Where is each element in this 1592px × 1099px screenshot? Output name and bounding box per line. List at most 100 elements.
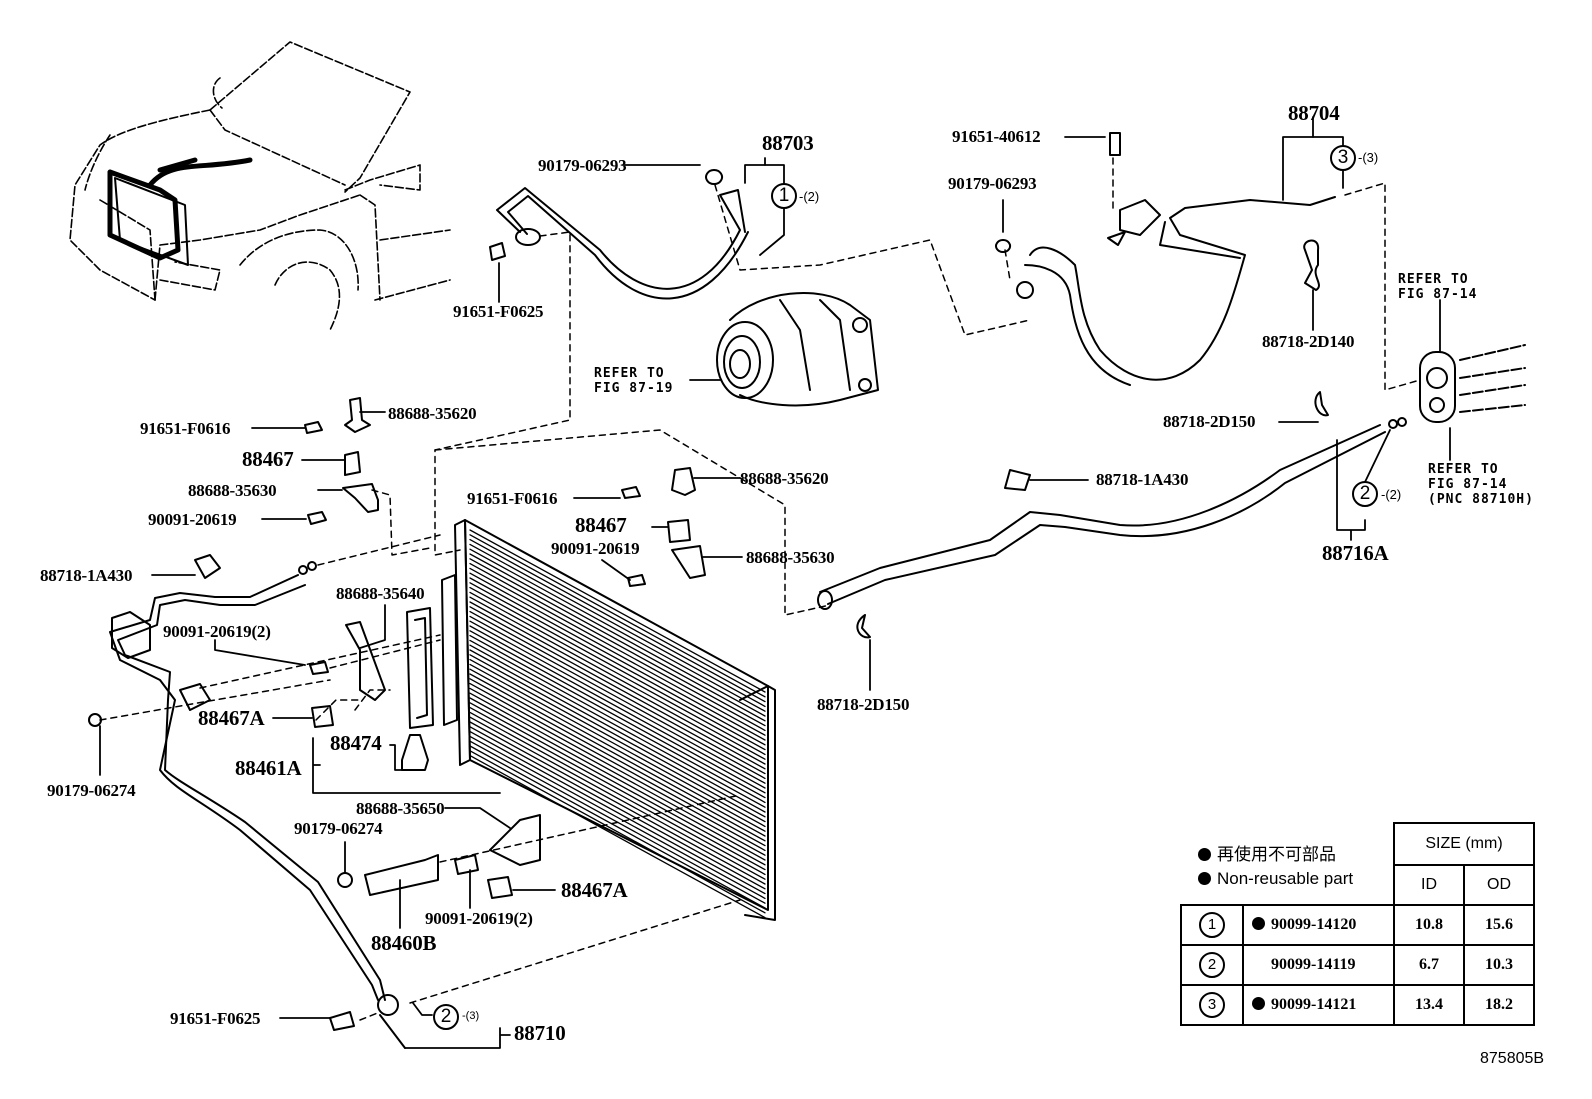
part-label-88718-1A430[interactable]: 88718-1A430	[40, 566, 133, 585]
condenser-accessory-88474	[401, 607, 434, 771]
inner-diameter: 6.7	[1393, 944, 1465, 986]
outer-diameter: 10.3	[1463, 944, 1535, 986]
ref-circle-3: 3	[1199, 992, 1225, 1018]
condenser-fin	[469, 697, 766, 861]
part-label-88467[interactable]: 88467	[242, 447, 294, 471]
callout-circle-2: 2	[433, 1004, 459, 1030]
condenser-fin	[469, 620, 766, 784]
condenser-fin	[469, 649, 766, 813]
condenser-fin	[469, 639, 766, 804]
refer-to-fig-87-19-note[interactable]: REFER TO FIG 87-19	[594, 366, 674, 396]
part-label-88703[interactable]: 88703	[762, 131, 814, 155]
part-label-90091-20619[interactable]: 90091-20619	[551, 539, 640, 558]
callout-circle-2: 2	[1352, 481, 1378, 507]
vehicle-ac-lines	[107, 157, 253, 261]
condenser-fin	[469, 630, 766, 794]
condenser-fin	[469, 754, 766, 919]
part-label-88718-2D140[interactable]: 88718-2D140	[1262, 332, 1355, 351]
part-label-91651-F0616[interactable]: 91651-F0616	[467, 489, 558, 508]
part-label-88718-2D150[interactable]: 88718-2D150	[1163, 412, 1256, 431]
o-ring-size-table: SIZE (mm) ID OD 1 90099-14120 10.8 15.6 …	[1180, 822, 1535, 1026]
condenser-fin	[469, 692, 766, 856]
part-label-88467A[interactable]: 88467A	[561, 878, 628, 902]
part-number[interactable]: 90099-14121	[1271, 996, 1357, 1013]
condenser-fin	[469, 687, 766, 852]
size-mm-header: SIZE (mm)	[1393, 822, 1535, 866]
vehicle-front-illustration	[69, 41, 451, 331]
part-label-88688-35620[interactable]: 88688-35620	[740, 469, 829, 488]
condenser-core	[441, 519, 776, 921]
od-header: OD	[1463, 864, 1535, 906]
refer-to-fig-87-14-pnc-note[interactable]: REFER TO FIG 87-14 (PNC 88710H)	[1428, 462, 1534, 507]
part-label-88461A[interactable]: 88461A	[235, 756, 302, 780]
callout-qty: -(2)	[799, 189, 820, 204]
condenser-fin	[469, 750, 766, 914]
condenser-fin	[469, 606, 766, 770]
part-label-88710[interactable]: 88710	[514, 1021, 566, 1045]
table-row: 3 90099-14121 13.4 18.2	[1180, 984, 1535, 1026]
id-header: ID	[1393, 864, 1465, 906]
clamp-1A430-left	[194, 554, 221, 579]
part-label-91651-F0625[interactable]: 91651-F0625	[170, 1009, 261, 1028]
block-joint	[1419, 344, 1526, 423]
clamp-2D150-right	[1314, 391, 1329, 417]
part-label-90091-20619[interactable]: 90091-20619	[148, 510, 237, 529]
callout-qty: -(3)	[1358, 150, 1379, 165]
part-label-90179-06274[interactable]: 90179-06274	[47, 781, 136, 800]
condenser-fin	[469, 615, 766, 780]
part-label-90091-20619-x2[interactable]: 90091-20619(2)	[425, 909, 533, 928]
callout-qty: -(3)	[462, 1010, 480, 1022]
part-number[interactable]: 90099-14120	[1271, 916, 1357, 933]
outer-diameter: 15.6	[1463, 904, 1535, 946]
condenser-fin	[469, 634, 766, 799]
condenser-fin	[469, 582, 766, 746]
condenser-fin	[469, 577, 766, 741]
part-label-88467A[interactable]: 88467A	[198, 706, 265, 730]
condenser-fin	[469, 726, 766, 890]
part-label-88474[interactable]: 88474	[330, 731, 382, 755]
condenser-fin	[469, 682, 766, 847]
condenser-fin	[469, 654, 766, 818]
callout-circle-1: 1	[771, 183, 797, 209]
compressor-illustration	[716, 292, 879, 407]
part-label-91651-F0616[interactable]: 91651-F0616	[140, 419, 231, 438]
callout-circle-3: 3	[1330, 145, 1356, 171]
condenser-fin	[469, 610, 766, 775]
part-label-88704[interactable]: 88704	[1288, 101, 1340, 125]
part-label-88716A[interactable]: 88716A	[1322, 541, 1389, 565]
figure-id: 875805B	[1480, 1050, 1545, 1067]
condenser-fin	[469, 668, 766, 832]
condenser-fin	[469, 558, 766, 722]
condenser-fin	[469, 625, 766, 789]
part-label-88688-35630[interactable]: 88688-35630	[188, 481, 277, 500]
part-label-88688-35640[interactable]: 88688-35640	[336, 584, 425, 603]
part-label-88688-35620[interactable]: 88688-35620	[388, 404, 477, 423]
condenser-fin	[469, 730, 766, 895]
leader-lines	[99, 116, 1451, 1049]
part-label-88688-35650[interactable]: 88688-35650	[356, 799, 445, 818]
part-label-91651-40612[interactable]: 91651-40612	[952, 127, 1041, 146]
condenser-fin	[469, 735, 766, 900]
condenser-fin	[469, 548, 766, 712]
callout-qty: -(2)	[1381, 487, 1402, 502]
non-reusable-dot-icon	[1252, 997, 1265, 1010]
condenser-fin	[469, 745, 766, 909]
part-label-88688-35630[interactable]: 88688-35630	[746, 548, 835, 567]
condenser-fin	[469, 702, 766, 866]
part-label-90179-06293[interactable]: 90179-06293	[948, 174, 1037, 193]
ref-circle-1: 1	[1199, 912, 1225, 938]
part-label-91651-F0625[interactable]: 91651-F0625	[453, 302, 544, 321]
part-label-88460B[interactable]: 88460B	[371, 931, 437, 955]
part-label-88718-1A430[interactable]: 88718-1A430	[1096, 470, 1189, 489]
filled-dot-icon	[1198, 872, 1211, 885]
refer-to-fig-87-14-note[interactable]: REFER TO FIG 87-14	[1398, 272, 1478, 302]
part-label-90091-20619-x2[interactable]: 90091-20619(2)	[163, 622, 271, 641]
condenser-fin	[469, 562, 766, 727]
condenser-fin	[469, 721, 766, 885]
part-label-90179-06274[interactable]: 90179-06274	[294, 819, 383, 838]
part-label-90179-06293[interactable]: 90179-06293	[538, 156, 627, 175]
bracket-parts	[88, 397, 706, 1031]
part-label-88467[interactable]: 88467	[575, 513, 627, 537]
part-number[interactable]: 90099-14119	[1271, 956, 1356, 973]
part-label-88718-2D150[interactable]: 88718-2D150	[817, 695, 910, 714]
